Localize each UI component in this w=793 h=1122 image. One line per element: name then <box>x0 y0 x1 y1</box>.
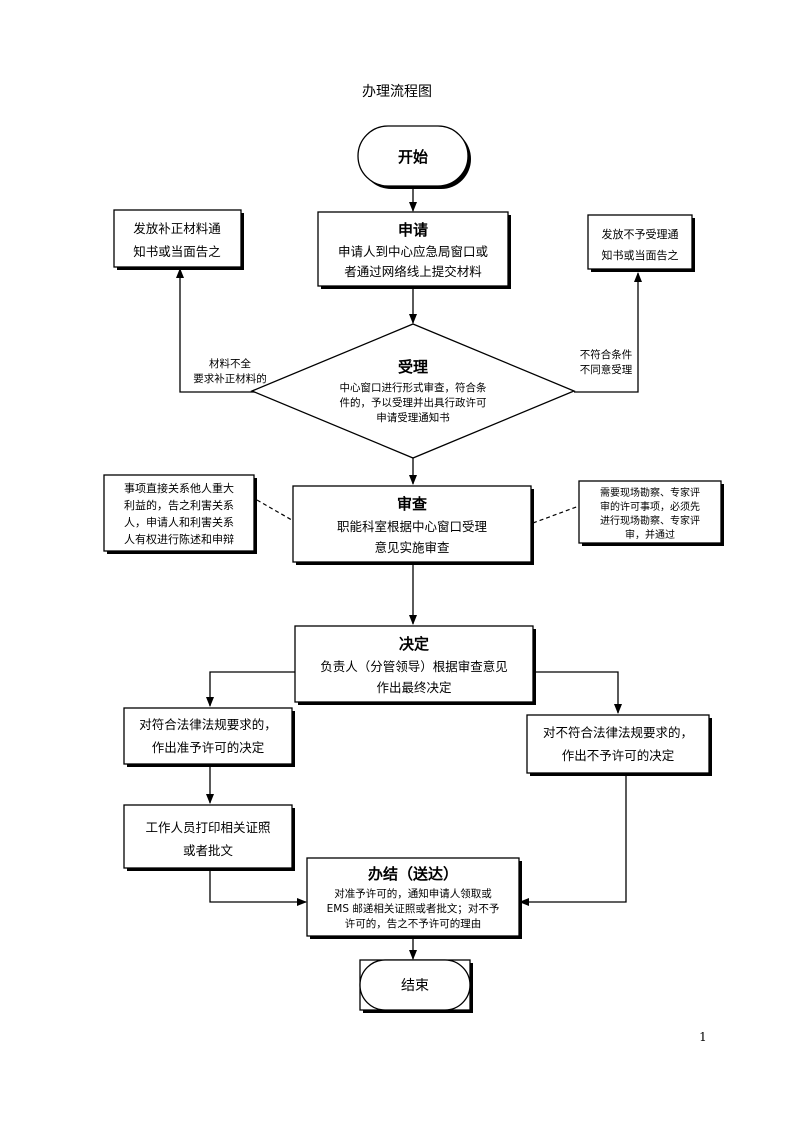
approve-node: 对符合法律法规要求的， 作出准予许可的决定 <box>123 707 295 767</box>
deny-line-1: 对不符合法律法规要求的， <box>543 725 693 740</box>
start-node: 开始 <box>357 125 471 189</box>
page-number: 1 <box>699 1030 707 1044</box>
end-label: 结束 <box>401 978 429 994</box>
arrow-deny-deliver <box>519 775 627 906</box>
note-right-line-2: 审的许可事项，必须先 <box>600 500 700 513</box>
accept-node: 受理 中心窗口进行形式审查，符合条 件的，予以受理并出具行政许可 申请受理通知书 <box>250 323 576 459</box>
print-line-1: 工作人员打印相关证照 <box>145 820 270 835</box>
notice-supplement-line-2: 知书或当面告之 <box>133 244 221 259</box>
accept-line-1: 中心窗口进行形式审查，符合条 <box>340 381 487 394</box>
edge-label-supplement-1: 材料不全 <box>209 357 251 370</box>
decide-line-1: 负责人（分管领导）根据审查意见 <box>320 659 508 674</box>
print-line-2: 或者批文 <box>183 843 234 858</box>
page-title: 办理流程图 <box>362 84 432 100</box>
deliver-line-2: EMS 邮递相关证照或者批文；对不予 <box>327 902 500 915</box>
apply-heading: 申请 <box>398 221 428 239</box>
notice-reject-line-2: 知书或当面告之 <box>602 248 679 262</box>
accept-line-3: 申请受理通知书 <box>376 411 450 424</box>
end-node: 结束 <box>359 959 473 1013</box>
print-node: 工作人员打印相关证照 或者批文 <box>123 804 295 871</box>
dash-review-note-left <box>256 499 298 524</box>
arrow-accept-supplement <box>176 268 282 393</box>
edge-label-supplement-2: 要求补正材料的 <box>193 372 267 385</box>
deny-node: 对不符合法律法规要求的， 作出不予许可的决定 <box>526 714 712 776</box>
note-right-node: 需要现场勘察、专家评 审的许可事项，必须先 进行现场勘察、专家评 审，并通过 <box>578 480 724 546</box>
note-right-line-3: 进行现场勘察、专家评 <box>600 514 700 527</box>
apply-node: 申请 申请人到中心应急局窗口或 者通过网络线上提交材料 <box>317 211 511 289</box>
note-right-line-1: 需要现场勘察、专家评 <box>600 486 700 499</box>
deliver-line-3: 许可的，告之不予许可的理由 <box>345 917 482 930</box>
arrow-accept-reject <box>574 272 642 393</box>
review-node: 审查 职能科室根据中心窗口受理 意见实施审查 <box>292 485 534 565</box>
apply-line-2: 者通过网络线上提交材料 <box>344 264 482 279</box>
decide-heading: 决定 <box>399 635 429 653</box>
deliver-node: 办结（送达） 对准予许可的，通知申请人领取或 EMS 邮递相关证照或者批文；对不… <box>306 857 522 939</box>
note-right-line-4: 审，并通过 <box>625 528 675 541</box>
deliver-heading: 办结（送达） <box>368 865 458 883</box>
note-left-line-4: 人有权进行陈述和申辩 <box>124 532 234 546</box>
accept-heading: 受理 <box>398 358 428 376</box>
arrow-print-deliver <box>209 870 307 906</box>
note-left-line-1: 事项直接关系他人重大 <box>124 481 234 495</box>
start-label: 开始 <box>398 148 428 166</box>
notice-reject-line-1: 发放不予受理通 <box>602 227 679 241</box>
review-line-2: 意见实施审查 <box>374 540 450 555</box>
edge-label-reject-2: 不同意受理 <box>580 363 633 376</box>
deliver-line-1: 对准予许可的，通知申请人领取或 <box>334 887 492 900</box>
dash-review-note-right <box>532 505 580 524</box>
note-left-line-3: 人，申请人和利害关系 <box>124 515 234 529</box>
decide-node: 决定 负责人（分管领导）根据审查意见 作出最终决定 <box>294 625 536 705</box>
notice-reject-node: 发放不予受理通 知书或当面告之 <box>587 214 695 272</box>
approve-line-1: 对符合法律法规要求的， <box>139 717 277 732</box>
note-left-node: 事项直接关系他人重大 利益的，告之利害关系 人，申请人和利害关系 人有权进行陈述… <box>103 474 257 554</box>
approve-line-2: 作出准予许可的决定 <box>152 740 265 755</box>
apply-line-1: 申请人到中心应急局窗口或 <box>338 244 489 259</box>
deny-line-2: 作出不予许可的决定 <box>562 748 675 763</box>
arrow-decide-approve <box>206 671 297 707</box>
note-left-line-2: 利益的，告之利害关系 <box>124 498 234 512</box>
accept-line-2: 件的，予以受理并出具行政许可 <box>340 396 487 409</box>
notice-supplement-line-1: 发放补正材料通 <box>133 221 221 236</box>
arrow-decide-deny <box>532 671 622 714</box>
notice-supplement-node: 发放补正材料通 知书或当面告之 <box>113 209 244 270</box>
review-heading: 审查 <box>397 495 428 513</box>
decide-line-2: 作出最终决定 <box>376 680 451 695</box>
edge-label-reject-1: 不符合条件 <box>580 348 633 361</box>
review-line-1: 职能科室根据中心窗口受理 <box>337 519 488 534</box>
